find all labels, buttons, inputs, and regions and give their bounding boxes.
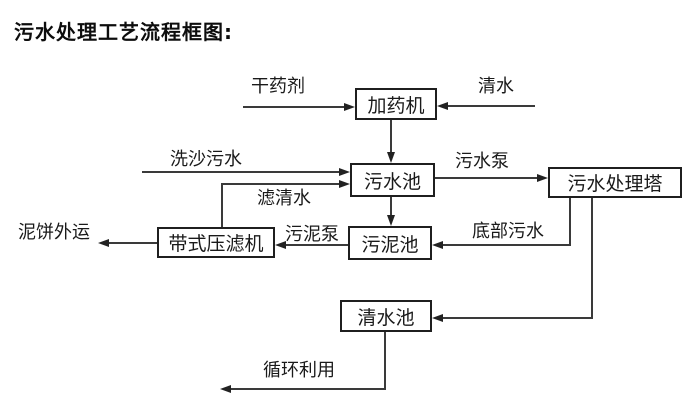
arrowhead-mud-cake-icon xyxy=(98,239,109,247)
node-sewage-treatment-tower: 污水处理塔 xyxy=(548,167,682,198)
edge-bottom-sewage-line xyxy=(443,244,571,246)
arrowhead-sand-sewage-icon xyxy=(339,168,350,176)
edge-sludge-pump-line xyxy=(286,244,348,246)
arrowhead-dosing-to-sewage-pool-icon xyxy=(387,152,395,163)
edge-sewage-to-sludge-line xyxy=(390,197,392,216)
node-dosing-machine: 加药机 xyxy=(355,88,437,120)
edge-sand-sewage-line xyxy=(142,171,339,173)
edge-tower-to-clean-pool-vertical-line xyxy=(591,198,593,318)
arrowhead-clean-water-icon xyxy=(437,102,448,110)
label-dry-chemical: 干药剂 xyxy=(251,76,305,97)
edge-sewage-pump-line xyxy=(435,177,537,179)
arrowhead-sewage-pump-icon xyxy=(537,174,548,182)
label-bottom-sewage: 底部污水 xyxy=(472,221,544,242)
edge-filtered-water-line xyxy=(221,183,339,185)
label-sludge-pump: 污泥泵 xyxy=(285,224,339,245)
node-sludge-pool: 污泥池 xyxy=(348,226,432,260)
label-filtered-water: 滤清水 xyxy=(257,188,311,209)
edge-dosing-to-sewage-pool-line xyxy=(390,120,392,153)
arrowhead-sewage-to-sludge-icon xyxy=(387,215,395,226)
label-clean-water: 清水 xyxy=(478,76,514,97)
label-sewage-pump: 污水泵 xyxy=(455,151,509,172)
node-belt-filter-press: 带式压滤机 xyxy=(157,227,275,258)
node-clean-water-pool: 清水池 xyxy=(340,300,432,332)
page-title: 污水处理工艺流程框图: xyxy=(14,20,233,44)
edge-bottom-sewage-vertical-line xyxy=(569,198,571,246)
edge-recycling-line xyxy=(231,388,386,390)
edge-dry-chemical-line xyxy=(243,106,344,108)
arrowhead-tower-to-clean-pool-icon xyxy=(432,314,443,322)
label-sand-washing-sewage: 洗沙污水 xyxy=(170,149,242,170)
edge-clean-water-line xyxy=(448,105,535,107)
edge-tower-to-clean-pool-line xyxy=(443,317,593,319)
arrowhead-bottom-sewage-icon xyxy=(432,241,443,249)
edge-recycling-vertical-line xyxy=(384,332,386,389)
arrowhead-filtered-water-icon xyxy=(339,180,350,188)
arrowhead-recycling-icon xyxy=(220,385,231,393)
label-mud-cake-shipped-out: 泥饼外运 xyxy=(18,222,90,243)
arrowhead-dry-chemical-icon xyxy=(344,103,355,111)
arrowhead-sludge-pump-icon xyxy=(275,241,286,249)
edge-filtered-water-vertical-line xyxy=(221,183,223,227)
label-recycling: 循环利用 xyxy=(263,360,335,381)
edge-mud-cake-line xyxy=(109,242,157,244)
node-sewage-pool: 污水池 xyxy=(350,163,435,197)
